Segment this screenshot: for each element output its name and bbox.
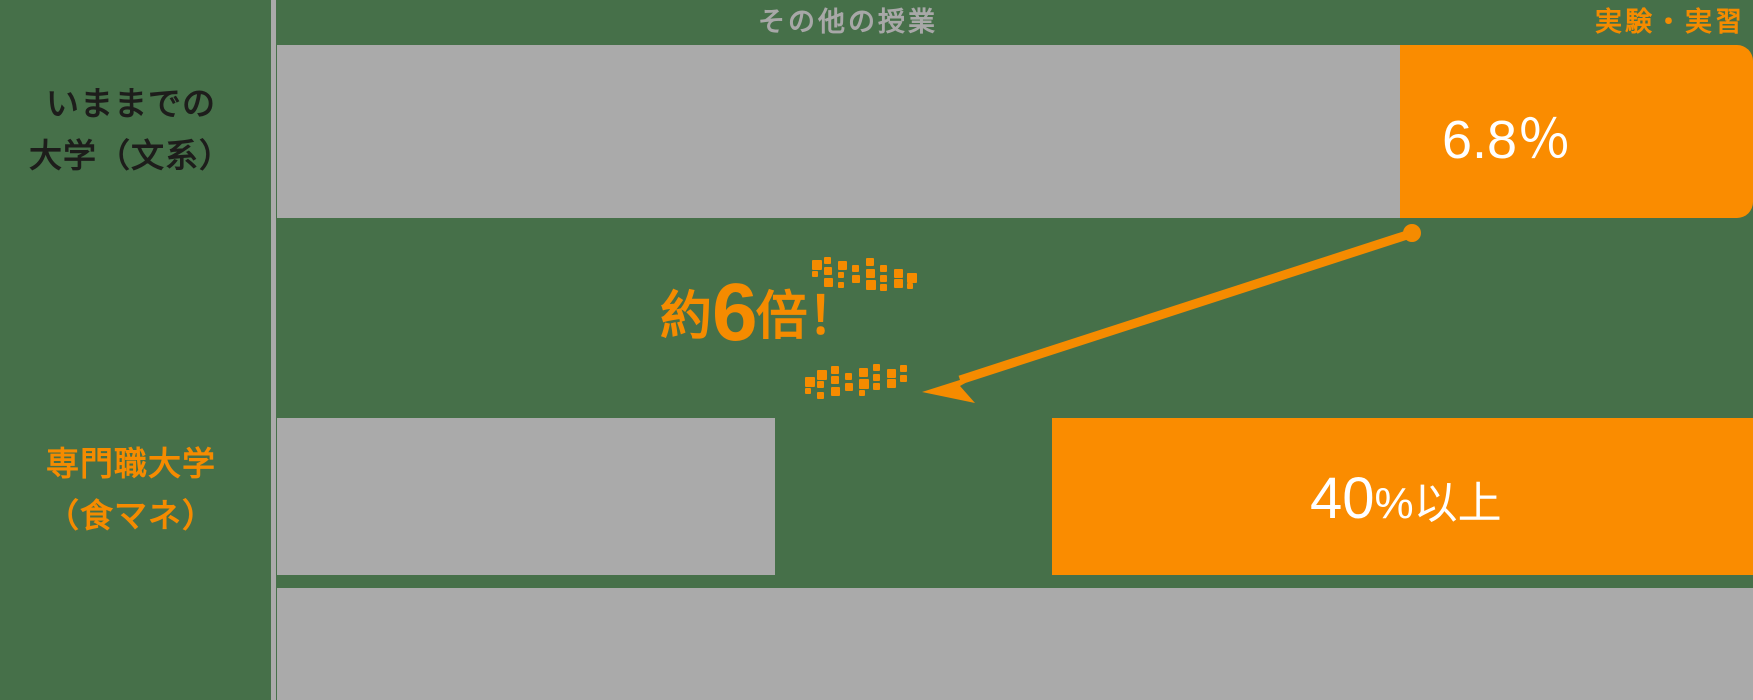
speed-dot — [831, 376, 839, 385]
bar-value-number: 40 — [1310, 466, 1375, 531]
bar-row-bottom-partial — [277, 588, 1753, 700]
bar-value-suffix: %以上 — [1374, 479, 1502, 528]
arrow-shaft — [958, 229, 1412, 385]
speed-dot — [859, 389, 865, 396]
speed-dot — [805, 387, 811, 394]
speed-dot — [838, 261, 847, 270]
bar-value-label-professional: 40%以上 — [1310, 465, 1502, 532]
speed-dot — [880, 264, 887, 272]
speed-dot — [852, 264, 859, 272]
category-label-line1: 専門職大学 — [46, 445, 216, 482]
speed-dot — [824, 278, 833, 288]
speed-dot — [852, 275, 860, 284]
speed-dot — [812, 260, 822, 271]
speed-dots-bottom-decoration — [805, 360, 907, 405]
speed-dot — [866, 279, 876, 290]
speed-dot — [873, 383, 880, 391]
legend-label-other-classes: その他の授業 — [758, 7, 938, 37]
category-label-conventional-university: いままでの 大学（文系） — [0, 78, 262, 182]
speed-dot — [805, 377, 815, 388]
speed-dot — [831, 387, 840, 396]
speed-dot — [873, 373, 880, 381]
speed-dot — [880, 274, 887, 282]
speed-dot — [812, 270, 818, 277]
speed-dot — [894, 279, 903, 288]
legend-label-lab-practice: 実験・実習 — [1595, 7, 1745, 37]
speed-dot — [900, 365, 907, 373]
speed-dot — [900, 375, 907, 383]
speed-dot — [817, 369, 827, 380]
speed-dot — [887, 369, 896, 378]
speed-dot — [873, 363, 880, 371]
speed-dot — [907, 272, 917, 283]
speed-dot — [824, 256, 831, 264]
speed-dot — [880, 284, 887, 292]
speed-dot — [866, 269, 875, 279]
bar-row-conventional-university — [277, 45, 1753, 218]
category-label-line2: 大学（文系） — [29, 137, 233, 174]
bar-row-professional-university — [277, 418, 1753, 575]
callout-suffix: 倍！ — [755, 288, 860, 346]
speed-dot — [894, 269, 903, 279]
multiplier-callout: 約6倍！ — [660, 272, 860, 354]
bar-segment-other-classes — [277, 45, 1400, 218]
arrow-head — [922, 372, 985, 403]
callout-number: 6 — [712, 267, 758, 358]
speed-dot — [838, 281, 844, 288]
speed-dot — [845, 372, 852, 380]
bar-value-label-conventional: 6.8％ — [1442, 110, 1572, 170]
speed-dots-top-decoration — [812, 243, 917, 292]
speed-dot — [887, 378, 896, 388]
bar-segment-other-classes — [277, 588, 1753, 700]
speed-dot — [859, 368, 868, 378]
speed-dot — [845, 383, 853, 392]
bar-segment-lab-practice — [1400, 45, 1753, 218]
category-label-professional-university: 専門職大学 （食マネ） — [0, 438, 262, 542]
axis-line — [271, 0, 276, 700]
speed-dot — [817, 380, 824, 388]
speed-dot — [824, 267, 832, 276]
category-label-line2: （食マネ） — [46, 497, 216, 534]
speed-dot — [907, 282, 913, 289]
speed-dot — [831, 366, 839, 375]
speed-dot — [859, 378, 869, 389]
arrow-start-dot — [1403, 224, 1421, 242]
speed-dot — [817, 391, 824, 399]
bar-segment-other-classes — [277, 418, 775, 575]
category-label-line1: いままでの — [46, 85, 216, 122]
speed-dot — [866, 258, 874, 267]
callout-prefix: 約 — [660, 288, 713, 346]
bar-segment-lab-practice — [1052, 418, 1753, 575]
speed-dot — [838, 271, 844, 278]
